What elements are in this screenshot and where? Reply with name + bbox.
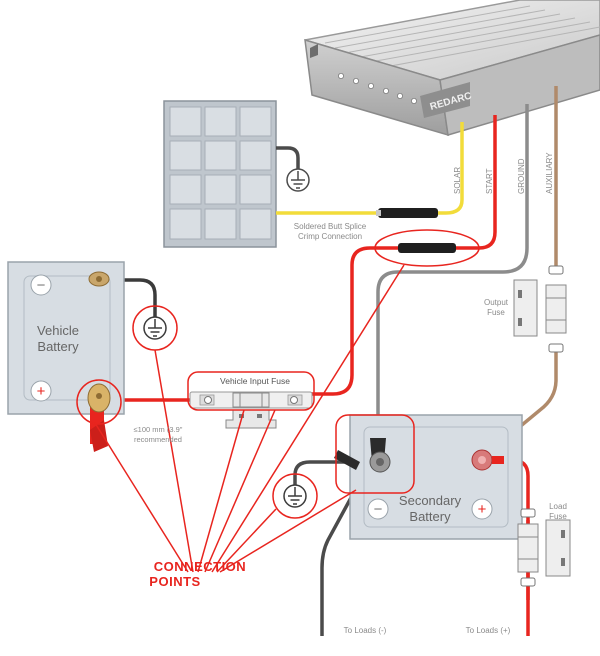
vehicle-battery-positive-terminal	[30, 380, 52, 402]
svg-text:+: +	[37, 383, 46, 400]
load-negative-wire	[320, 471, 367, 636]
secondary-battery: − + Secondary Battery	[349, 414, 523, 540]
output-fuse-label: Output	[484, 298, 509, 307]
negative-terminal-clamp	[88, 271, 110, 287]
highlight-start-splice	[374, 229, 480, 267]
output-fuse	[513, 265, 567, 353]
secondary-battery-label: Secondary	[399, 493, 462, 508]
load-fuse	[517, 508, 571, 587]
highlight-vehicle-fuse	[187, 371, 315, 411]
device-status-leds	[337, 73, 417, 105]
start-wire	[300, 115, 497, 396]
secondary-positive-connector	[471, 449, 504, 471]
secondary-battery-negative-terminal	[367, 498, 389, 520]
splice-label: Soldered Butt Splice	[294, 222, 367, 231]
svg-text:Crimp Connection: Crimp Connection	[298, 232, 362, 241]
svg-text:recommended: recommended	[134, 435, 182, 444]
vehicle-battery-label: Vehicle	[37, 323, 79, 338]
svg-text:POINTS: POINTS	[149, 574, 200, 589]
svg-text:Fuse: Fuse	[487, 308, 505, 317]
vehicle-battery-negative-terminal	[30, 274, 52, 296]
svg-text:Fuse: Fuse	[549, 512, 567, 521]
wire-label-solar: SOLAR	[453, 167, 462, 194]
callout-leaders	[94, 264, 405, 573]
ground-wire	[376, 104, 529, 440]
solar-splice	[378, 208, 438, 218]
solar-ground-wire	[276, 146, 300, 170]
solar-ground-symbol	[286, 168, 310, 192]
highlight-secondary-negative	[335, 414, 415, 494]
secondary-negative-connector	[334, 438, 391, 473]
solar-panel	[163, 100, 277, 248]
vehicle-ground-symbol	[143, 316, 167, 340]
secondary-battery-positive-terminal	[471, 498, 493, 520]
svg-text:−: −	[374, 501, 383, 518]
ground-link-wire	[293, 460, 378, 486]
secondary-ground-symbol	[283, 484, 307, 508]
wire-label-auxiliary: AUXILIARY	[545, 152, 554, 194]
vehicle-input-fuse-label: Vehicle Input Fuse	[220, 376, 290, 386]
connection-points-label: CONNECTION	[154, 559, 246, 574]
wire-label-start: START	[485, 168, 494, 194]
svg-text:Battery: Battery	[409, 509, 451, 524]
distance-note: ≤100 mm (3.9"	[134, 425, 183, 434]
start-splice	[398, 243, 456, 253]
highlight-vehicle-positive	[76, 379, 122, 425]
wire-label-ground: GROUND	[517, 158, 526, 194]
svg-text:+: +	[478, 501, 487, 518]
solar-wire	[276, 122, 464, 215]
svg-text:Battery: Battery	[37, 339, 79, 354]
connection-highlights	[76, 229, 480, 519]
positive-terminal-clamp	[87, 383, 111, 452]
vehicle-input-fuse	[189, 391, 313, 429]
load-negative-label: To Loads (-)	[344, 626, 387, 635]
load-positive-label: To Loads (+)	[466, 626, 511, 635]
dc-charger-device: REDARC	[304, 0, 600, 137]
highlight-secondary-ground	[272, 473, 318, 519]
load-fuse-label: Load	[549, 502, 567, 511]
svg-text:−: −	[37, 277, 46, 294]
